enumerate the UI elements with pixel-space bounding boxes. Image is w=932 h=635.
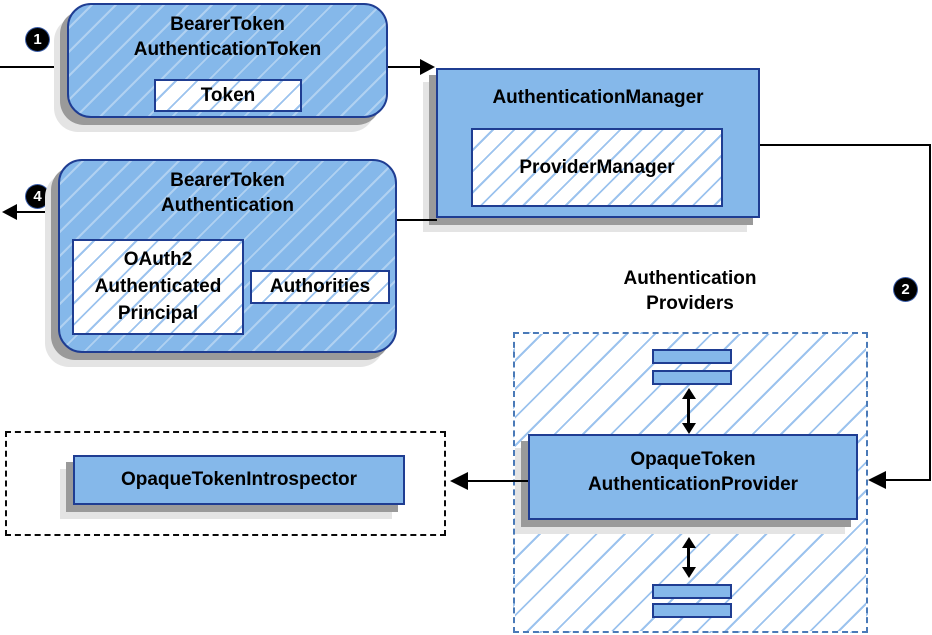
authentication-providers-container: OpaqueToken AuthenticationProvider bbox=[513, 332, 868, 633]
step-4-badge: 4 bbox=[26, 185, 49, 208]
double-arrow-top-up-icon bbox=[682, 388, 696, 399]
authentication-out-line bbox=[17, 211, 58, 213]
provider-stack-bar bbox=[652, 584, 732, 599]
authentication-providers-label-line1: Authentication bbox=[623, 268, 757, 289]
principal-line3: Principal bbox=[117, 303, 199, 324]
double-arrow-top-line bbox=[687, 399, 690, 423]
authentication-providers-label: Authentication Providers bbox=[565, 266, 815, 316]
opaque-token-authentication-provider-box: OpaqueToken AuthenticationProvider bbox=[528, 434, 858, 520]
bearer-token-authentication-title-line1: BearerToken bbox=[170, 170, 285, 191]
manager-to-provider-line-bottom bbox=[886, 479, 931, 481]
double-arrow-bottom-line bbox=[687, 548, 690, 567]
principal-line1: OAuth2 bbox=[123, 249, 193, 270]
step-1-badge: 1 bbox=[26, 28, 49, 51]
manager-to-provider-arrowhead-icon bbox=[868, 471, 886, 489]
token-inner-box: Token bbox=[154, 79, 302, 112]
token-to-manager-line bbox=[388, 66, 421, 68]
provider-manager-inner-box: ProviderManager bbox=[471, 128, 723, 207]
bearer-token-authentication-box: BearerToken Authentication OAuth2 Authen… bbox=[58, 159, 397, 353]
opaque-token-introspector-box: OpaqueTokenIntrospector bbox=[73, 455, 405, 505]
introspector-container: 3 OpaqueTokenIntrospector bbox=[5, 431, 446, 536]
authentication-manager-title: AuthenticationManager bbox=[492, 87, 704, 108]
provider-to-introspector-line bbox=[468, 480, 528, 482]
bearer-token-authentication-token-title-line2: AuthenticationToken bbox=[133, 39, 322, 60]
double-arrow-top-down-icon bbox=[682, 423, 696, 434]
incoming-request-line bbox=[0, 66, 67, 68]
manager-to-provider-line-top bbox=[760, 144, 931, 146]
token-to-manager-arrowhead-icon bbox=[420, 59, 435, 75]
provider-to-introspector-arrowhead-icon bbox=[450, 472, 468, 490]
manager-to-authentication-line bbox=[397, 219, 437, 221]
bearer-token-authentication-title-line2: Authentication bbox=[161, 195, 294, 216]
provider-stack-bar bbox=[652, 349, 732, 364]
authentication-out-arrowhead-icon bbox=[2, 204, 17, 220]
bearer-token-authentication-token-box: BearerToken AuthenticationToken Token bbox=[67, 3, 388, 118]
oauth2-authenticated-principal-inner-box: OAuth2 Authenticated Principal bbox=[72, 239, 244, 335]
principal-line2: Authenticated bbox=[94, 276, 222, 297]
provider-stack-bar bbox=[652, 370, 732, 385]
step-2-badge: 2 bbox=[894, 278, 917, 301]
opaque-token-provider-title-line2: AuthenticationProvider bbox=[587, 474, 799, 495]
opaque-token-provider-title-line1: OpaqueToken bbox=[630, 449, 756, 470]
authentication-providers-label-line2: Providers bbox=[646, 293, 734, 314]
manager-to-provider-line-vertical bbox=[929, 144, 931, 481]
bearer-token-authentication-token-title-line1: BearerToken bbox=[170, 14, 285, 35]
authentication-manager-box: AuthenticationManager ProviderManager bbox=[436, 68, 760, 218]
double-arrow-bottom-down-icon bbox=[682, 567, 696, 578]
provider-stack-bar bbox=[652, 603, 732, 618]
authorities-inner-box: Authorities bbox=[250, 270, 390, 304]
double-arrow-bottom-up-icon bbox=[682, 537, 696, 548]
